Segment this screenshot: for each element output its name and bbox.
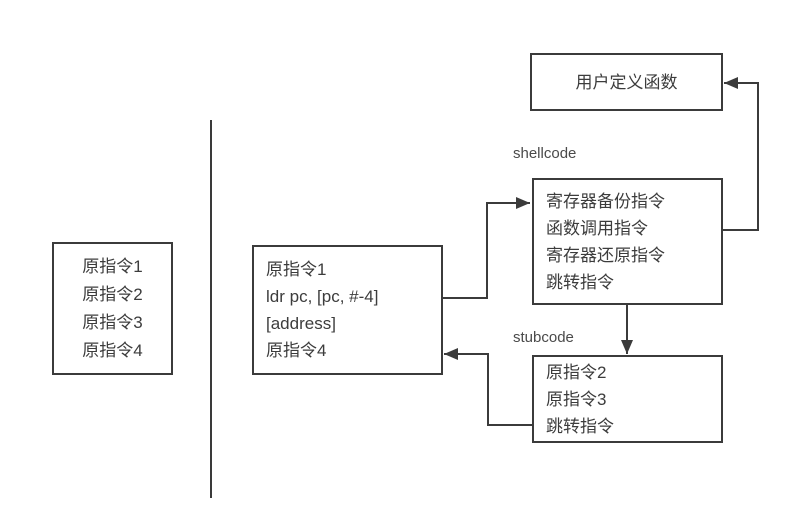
box-line: [address] bbox=[266, 314, 336, 333]
box-line: 原指令1 bbox=[266, 260, 327, 279]
shellcode-label: shellcode bbox=[513, 145, 577, 162]
user-function-box: 用户定义函数 bbox=[530, 53, 723, 111]
box-line: 原指令3 bbox=[546, 389, 607, 409]
box-line: ldr pc, [pc, #-4] bbox=[266, 287, 379, 306]
stubcode-label: stubcode bbox=[513, 329, 574, 346]
box-line: 原指令4 bbox=[82, 340, 143, 360]
box-line: 函数调用指令 bbox=[546, 218, 648, 238]
box-line: 寄存器备份指令 bbox=[546, 191, 665, 211]
box-line: 原指令2 bbox=[82, 284, 143, 304]
box-line: 寄存器还原指令 bbox=[546, 245, 665, 265]
arrow-shellcode-to-userfunc bbox=[723, 77, 759, 231]
box-line: 原指令4 bbox=[266, 341, 327, 360]
arrow-patched-to-shellcode bbox=[443, 197, 530, 299]
box-line: 原指令1 bbox=[82, 256, 143, 276]
divider-line bbox=[210, 120, 212, 498]
box-line: 跳转指令 bbox=[546, 416, 614, 436]
shellcode-box: 寄存器备份指令 函数调用指令 寄存器还原指令 跳转指令 bbox=[532, 178, 723, 305]
box-line: 跳转指令 bbox=[546, 272, 614, 292]
stubcode-box: 原指令2 原指令3 跳转指令 bbox=[532, 355, 723, 443]
box-line: 原指令2 bbox=[546, 362, 607, 382]
box-line: 用户定义函数 bbox=[575, 72, 678, 92]
arrow-stubcode-to-patched bbox=[444, 348, 532, 426]
original-instructions-box: 原指令1 原指令2 原指令3 原指令4 bbox=[52, 242, 173, 375]
patched-instructions-box: 原指令1 ldr pc, [pc, #-4] [address] 原指令4 bbox=[252, 245, 443, 375]
box-line: 原指令3 bbox=[82, 312, 143, 332]
